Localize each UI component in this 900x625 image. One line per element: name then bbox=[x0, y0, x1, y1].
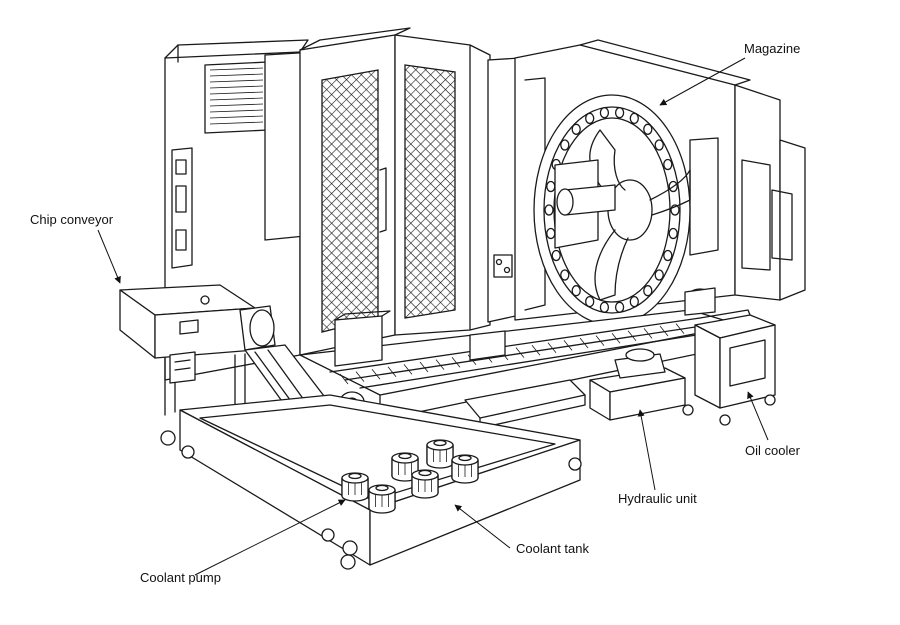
label-magazine: Magazine bbox=[744, 41, 800, 56]
coolant-pump-motor bbox=[426, 439, 454, 469]
hydraulic-unit bbox=[589, 348, 686, 421]
leader-coolant-tank bbox=[454, 504, 511, 549]
tool-pocket bbox=[643, 123, 653, 135]
tool-pocket bbox=[663, 158, 673, 171]
rail-tick bbox=[403, 364, 413, 375]
tool-pocket bbox=[546, 227, 556, 240]
tool-pocket bbox=[599, 301, 610, 313]
tool-pocket bbox=[585, 295, 595, 308]
tool-pocket bbox=[571, 123, 581, 135]
coolant-pump-motor bbox=[451, 454, 479, 484]
label-coolant-tank: Coolant tank bbox=[516, 541, 589, 556]
leader-lines bbox=[97, 57, 769, 576]
tool-pocket bbox=[629, 295, 639, 308]
rail-tick bbox=[387, 366, 397, 378]
rail-tick bbox=[595, 335, 605, 346]
leader-magazine bbox=[659, 57, 746, 106]
rail-tick bbox=[611, 332, 621, 344]
tool-pocket bbox=[654, 269, 664, 281]
tool-pocket bbox=[571, 285, 581, 297]
tool-pocket bbox=[560, 269, 570, 281]
label-oil-cooler: Oil cooler bbox=[745, 443, 801, 458]
tool-pocket bbox=[668, 227, 678, 240]
rail-tick bbox=[355, 371, 365, 382]
vent-grille bbox=[209, 67, 264, 125]
coolant-pumps bbox=[341, 439, 479, 514]
tool-pocket bbox=[551, 249, 561, 262]
tool-magazine bbox=[533, 94, 691, 326]
coolant-pump-motor bbox=[341, 472, 369, 502]
tool-pocket bbox=[585, 112, 595, 125]
rail-tick bbox=[675, 323, 685, 334]
rail-tick bbox=[643, 328, 653, 339]
leader-oil-cooler bbox=[747, 391, 769, 441]
door-window-right bbox=[404, 64, 456, 319]
tool-pocket bbox=[663, 249, 673, 262]
coolant-tank bbox=[160, 394, 582, 570]
tool-pocket bbox=[546, 180, 556, 193]
rail-tick bbox=[563, 340, 573, 351]
leader-coolant-pump bbox=[194, 499, 346, 576]
rail-tick bbox=[371, 368, 381, 380]
leader-hydraulic-unit bbox=[637, 409, 656, 491]
tool-pocket bbox=[544, 204, 554, 216]
rail-tick bbox=[627, 330, 637, 342]
tool-pocket bbox=[643, 285, 653, 297]
rail-tick bbox=[435, 359, 445, 370]
rail-tick bbox=[339, 373, 349, 385]
tool-pocket bbox=[560, 139, 570, 151]
rail-tick bbox=[531, 344, 541, 356]
tool-pocket bbox=[654, 139, 664, 151]
callout-labels: Magazine Chip conveyor Oil cooler Hydrau… bbox=[30, 41, 801, 585]
rail-tick bbox=[579, 337, 589, 349]
tool-pocket bbox=[614, 107, 625, 119]
rail-tick bbox=[659, 325, 669, 337]
chip-conveyor bbox=[119, 284, 351, 446]
rail-tick bbox=[419, 361, 429, 373]
tool-pocket bbox=[614, 301, 625, 313]
oil-cooler bbox=[682, 309, 776, 426]
coolant-pump-motor bbox=[411, 469, 439, 499]
tool-pocket bbox=[599, 107, 610, 119]
leader-chip-conveyor bbox=[97, 229, 121, 284]
tank-casters bbox=[160, 430, 582, 570]
rail-tick bbox=[515, 347, 525, 358]
coolant-pump-motor bbox=[368, 484, 396, 514]
rail-tick bbox=[547, 342, 557, 354]
label-chip-conveyor: Chip conveyor bbox=[30, 212, 114, 227]
magazine-tool-pockets bbox=[544, 107, 680, 313]
label-hydraulic-unit: Hydraulic unit bbox=[618, 491, 697, 506]
tool-pocket bbox=[629, 112, 639, 125]
rail-tick bbox=[451, 356, 461, 368]
door-window-left bbox=[321, 69, 379, 333]
label-coolant-pump: Coolant pump bbox=[140, 570, 221, 585]
